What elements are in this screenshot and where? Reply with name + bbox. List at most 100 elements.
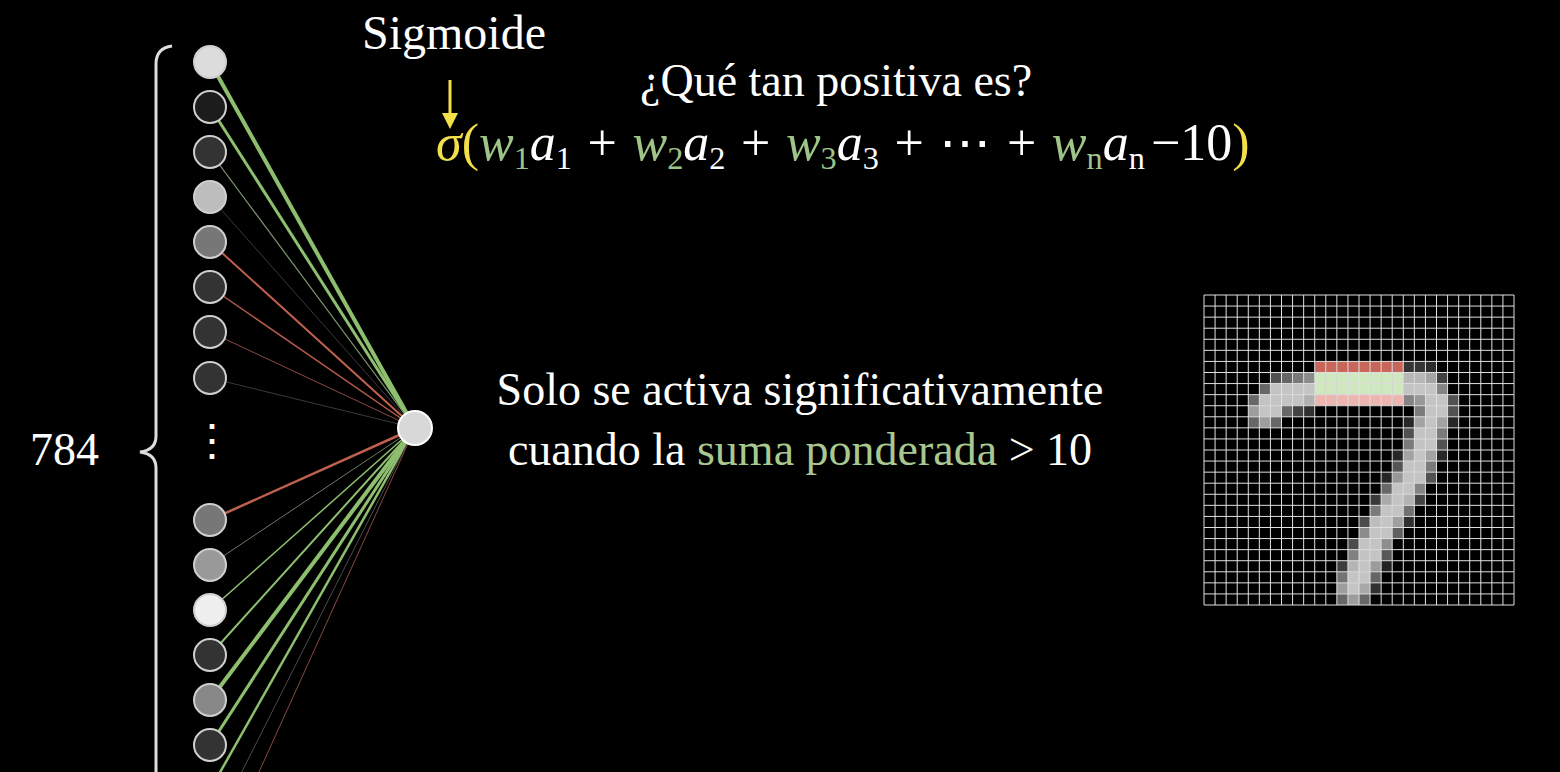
- pixel-cell: [1237, 350, 1248, 361]
- pixel-cell: [1503, 295, 1514, 306]
- activation-index: 3: [863, 140, 879, 176]
- pixel-cell: [1503, 450, 1514, 461]
- input-neuron: [194, 684, 226, 716]
- pixel-cell: [1226, 450, 1237, 461]
- pixel-cell: [1337, 472, 1348, 483]
- pixel-cell: [1492, 494, 1503, 505]
- ellipsis: ⋯: [939, 114, 991, 171]
- pixel-cell: [1425, 384, 1436, 395]
- pixel-cell: [1414, 295, 1425, 306]
- note-line: Solo se activa significativamente: [440, 362, 1160, 417]
- pixel-cell: [1237, 306, 1248, 317]
- pixel-cell: [1293, 539, 1304, 550]
- weight-line: [210, 152, 415, 428]
- pixel-cell: [1337, 539, 1348, 550]
- heading-box: Sigmoide: [362, 4, 546, 62]
- pixel-cell: [1370, 572, 1381, 583]
- pixel-cell: [1304, 361, 1315, 372]
- pixel-cell: [1437, 406, 1448, 417]
- pixel-cell: [1237, 406, 1248, 417]
- pixel-cell: [1381, 439, 1392, 450]
- pixel-cell: [1503, 339, 1514, 350]
- pixel-cell: [1437, 539, 1448, 550]
- pixel-cell: [1248, 417, 1259, 428]
- pixel-cell: [1237, 539, 1248, 550]
- pixel-cell: [1282, 395, 1293, 406]
- weight-line: [210, 287, 415, 428]
- pixel-cell: [1370, 306, 1381, 317]
- pixel-cell: [1414, 483, 1425, 494]
- grid-line: [1204, 505, 1514, 506]
- pixel-cell: [1492, 306, 1503, 317]
- pixel-cell: [1403, 461, 1414, 472]
- pixel-cell: [1481, 295, 1492, 306]
- pixel-cell: [1470, 306, 1481, 317]
- pixel-cell: [1503, 428, 1514, 439]
- pixel-cell: [1293, 561, 1304, 572]
- pixel-cell: [1437, 339, 1448, 350]
- weight-index: n: [1087, 140, 1103, 176]
- pixel-cell: [1448, 306, 1459, 317]
- pixel-cell: [1425, 572, 1436, 583]
- pixel-cell: [1470, 561, 1481, 572]
- pixel-cell: [1414, 306, 1425, 317]
- pixel-cell: [1293, 594, 1304, 605]
- pixel-cell: [1448, 384, 1459, 395]
- pixel-cell: [1226, 395, 1237, 406]
- pixel-cell: [1381, 594, 1392, 605]
- pixel-cell: [1237, 373, 1248, 384]
- pixel-cell: [1315, 373, 1326, 384]
- count-box: 784: [30, 422, 99, 477]
- heading-text: Sigmoide: [362, 6, 546, 59]
- pixel-cell: [1226, 350, 1237, 361]
- pixel-cell: [1492, 505, 1503, 516]
- pixel-cell: [1282, 550, 1293, 561]
- pixel-cell: [1392, 439, 1403, 450]
- pixel-cell: [1492, 373, 1503, 384]
- weight-symbol: w: [632, 114, 667, 171]
- grid-line: [1204, 549, 1514, 550]
- pixel-cell: [1437, 472, 1448, 483]
- input-neuron: [194, 729, 226, 761]
- pixel-cell: [1270, 417, 1281, 428]
- pixel-cell: [1237, 339, 1248, 350]
- pixel-cell: [1425, 494, 1436, 505]
- pixel-cell: [1503, 539, 1514, 550]
- pixel-cell: [1381, 450, 1392, 461]
- ellipsis-box: ⋮: [190, 418, 230, 462]
- pixel-cell: [1481, 428, 1492, 439]
- pixel-cell: [1204, 528, 1215, 539]
- pixel-cell: [1315, 550, 1326, 561]
- pixel-cell: [1459, 428, 1470, 439]
- grid-line: [1204, 438, 1514, 439]
- pixel-cell: [1459, 328, 1470, 339]
- pixel-cell: [1425, 472, 1436, 483]
- pixel-cell: [1448, 373, 1459, 384]
- pixel-cell: [1337, 494, 1348, 505]
- grid-line: [1204, 416, 1514, 417]
- pixel-cell: [1437, 583, 1448, 594]
- pixel-cell: [1437, 561, 1448, 572]
- pixel-cell: [1248, 317, 1259, 328]
- pixel-cell: [1326, 317, 1337, 328]
- pixel-cell: [1204, 417, 1215, 428]
- pixel-cell: [1381, 317, 1392, 328]
- pixel-cell: [1282, 450, 1293, 461]
- pixel-cell: [1381, 461, 1392, 472]
- pixel-cell: [1315, 561, 1326, 572]
- pixel-cell: [1481, 439, 1492, 450]
- pixel-cell: [1470, 406, 1481, 417]
- pixel-cell: [1293, 472, 1304, 483]
- pixel-cell: [1326, 406, 1337, 417]
- pixel-cell: [1315, 483, 1326, 494]
- pixel-cell: [1337, 339, 1348, 350]
- pixel-grid: [1204, 295, 1514, 605]
- pixel-cell: [1392, 306, 1403, 317]
- pixel-cell: [1437, 328, 1448, 339]
- pixel-cell: [1315, 583, 1326, 594]
- weight-index: 1: [514, 140, 530, 176]
- pixel-cell: [1337, 439, 1348, 450]
- pixel-cell: [1270, 328, 1281, 339]
- pixel-cell: [1414, 384, 1425, 395]
- pixel-cell: [1326, 583, 1337, 594]
